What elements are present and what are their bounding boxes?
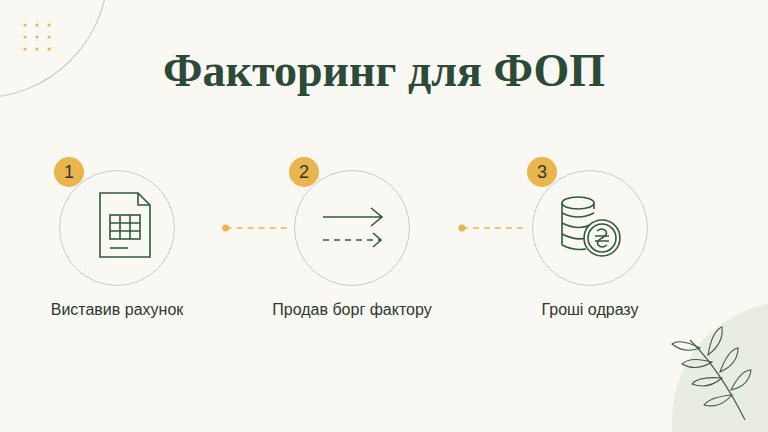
dashed-connector <box>458 225 528 232</box>
connector-dot <box>458 225 465 232</box>
corner-blob <box>672 302 768 432</box>
step-caption: Виставив рахунок <box>51 301 184 319</box>
title: Факторинг для ФОП <box>0 44 768 97</box>
step-caption: Гроші одразу <box>541 301 638 319</box>
step-circle: 1Виставив рахунок <box>59 170 175 286</box>
step-circle: 3Гроші одразу <box>532 170 648 286</box>
coins-icon <box>562 197 620 256</box>
step-circle: 2Продав борг фактору <box>294 170 410 286</box>
invoice-icon <box>100 193 150 257</box>
dot-grid <box>23 23 50 50</box>
connector-dot <box>222 225 229 232</box>
dashed-connector <box>222 225 290 232</box>
callout-number: 2 <box>289 157 319 187</box>
connector-line <box>462 227 528 229</box>
connector-line <box>226 227 290 229</box>
callout-number: 1 <box>54 157 84 187</box>
leaf-sprig <box>672 327 751 420</box>
step-caption: Продав борг фактору <box>272 301 431 319</box>
callout-number: 3 <box>527 157 557 187</box>
transfer-arrows <box>323 208 382 247</box>
corner-arc <box>0 0 108 98</box>
